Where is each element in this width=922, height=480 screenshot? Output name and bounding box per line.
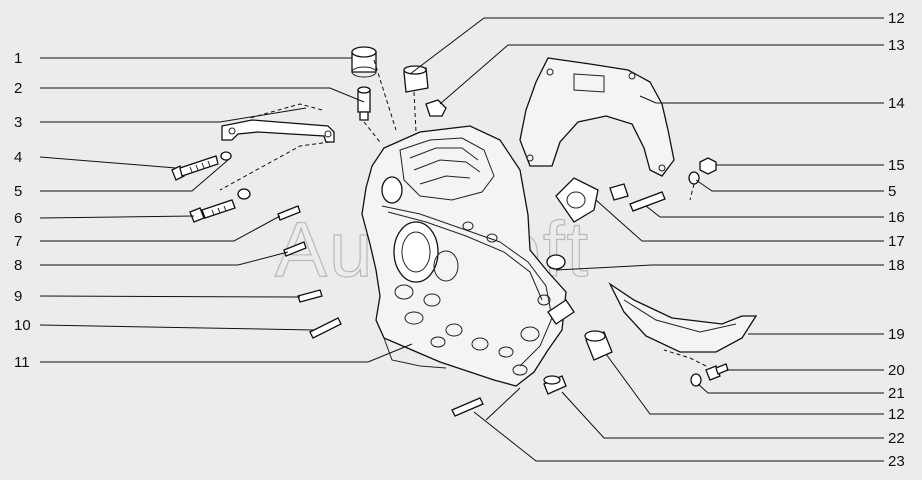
callout-4: 4 bbox=[14, 149, 22, 166]
gearbox-housing bbox=[361, 125, 575, 387]
callout-19: 19 bbox=[888, 326, 905, 343]
callout-12-bottom: 12 bbox=[888, 406, 905, 423]
part-5-washer-right bbox=[688, 171, 700, 185]
callout-15: 15 bbox=[888, 157, 905, 174]
callout-9: 9 bbox=[14, 288, 22, 305]
part-22-sleeve bbox=[543, 375, 567, 395]
part-9-stud bbox=[297, 289, 323, 303]
callout-12-top: 12 bbox=[888, 10, 905, 27]
callout-6: 6 bbox=[14, 210, 22, 227]
callout-1: 1 bbox=[14, 50, 22, 67]
part-5-washer-left bbox=[220, 151, 251, 200]
assembly-guides bbox=[219, 59, 707, 367]
part-1-cap bbox=[351, 46, 377, 78]
part-2-pin bbox=[357, 86, 371, 121]
callout-17: 17 bbox=[888, 233, 905, 250]
callout-5-right: 5 bbox=[888, 183, 896, 200]
callout-5-left: 5 bbox=[14, 183, 22, 200]
leader-lines bbox=[39, 17, 884, 462]
callout-22: 22 bbox=[888, 430, 905, 447]
part-4-bolt bbox=[171, 155, 219, 181]
part-20-bolt bbox=[705, 363, 729, 381]
part-13-clip bbox=[425, 99, 447, 117]
callout-16: 16 bbox=[888, 209, 905, 226]
part-23-stud bbox=[451, 397, 484, 417]
part-19-shield bbox=[608, 282, 758, 353]
part-3-bracket bbox=[221, 119, 335, 143]
callout-20: 20 bbox=[888, 362, 905, 379]
part-14-plate bbox=[519, 57, 675, 177]
callout-11: 11 bbox=[14, 354, 30, 371]
callout-2: 2 bbox=[14, 80, 22, 97]
part-21-washer bbox=[690, 373, 702, 387]
callout-18: 18 bbox=[888, 257, 905, 274]
part-15-nut bbox=[699, 157, 717, 175]
callout-3: 3 bbox=[14, 114, 22, 131]
part-6-bolt bbox=[189, 199, 236, 223]
callout-labels: 1 2 3 4 5 6 7 8 9 10 11 12 13 14 15 5 16… bbox=[14, 10, 905, 470]
part-8-stud bbox=[283, 241, 307, 257]
callout-13: 13 bbox=[888, 37, 905, 54]
callout-7: 7 bbox=[14, 233, 22, 250]
callout-21: 21 bbox=[888, 385, 905, 402]
part-10-stud bbox=[309, 317, 342, 339]
part-16-bolt bbox=[609, 183, 666, 212]
callout-23: 23 bbox=[888, 453, 905, 470]
callout-10: 10 bbox=[14, 317, 31, 334]
part-12-bushing-bottom bbox=[584, 330, 613, 361]
callout-14: 14 bbox=[888, 95, 905, 112]
callout-8: 8 bbox=[14, 257, 22, 274]
part-7-stud bbox=[277, 205, 301, 221]
